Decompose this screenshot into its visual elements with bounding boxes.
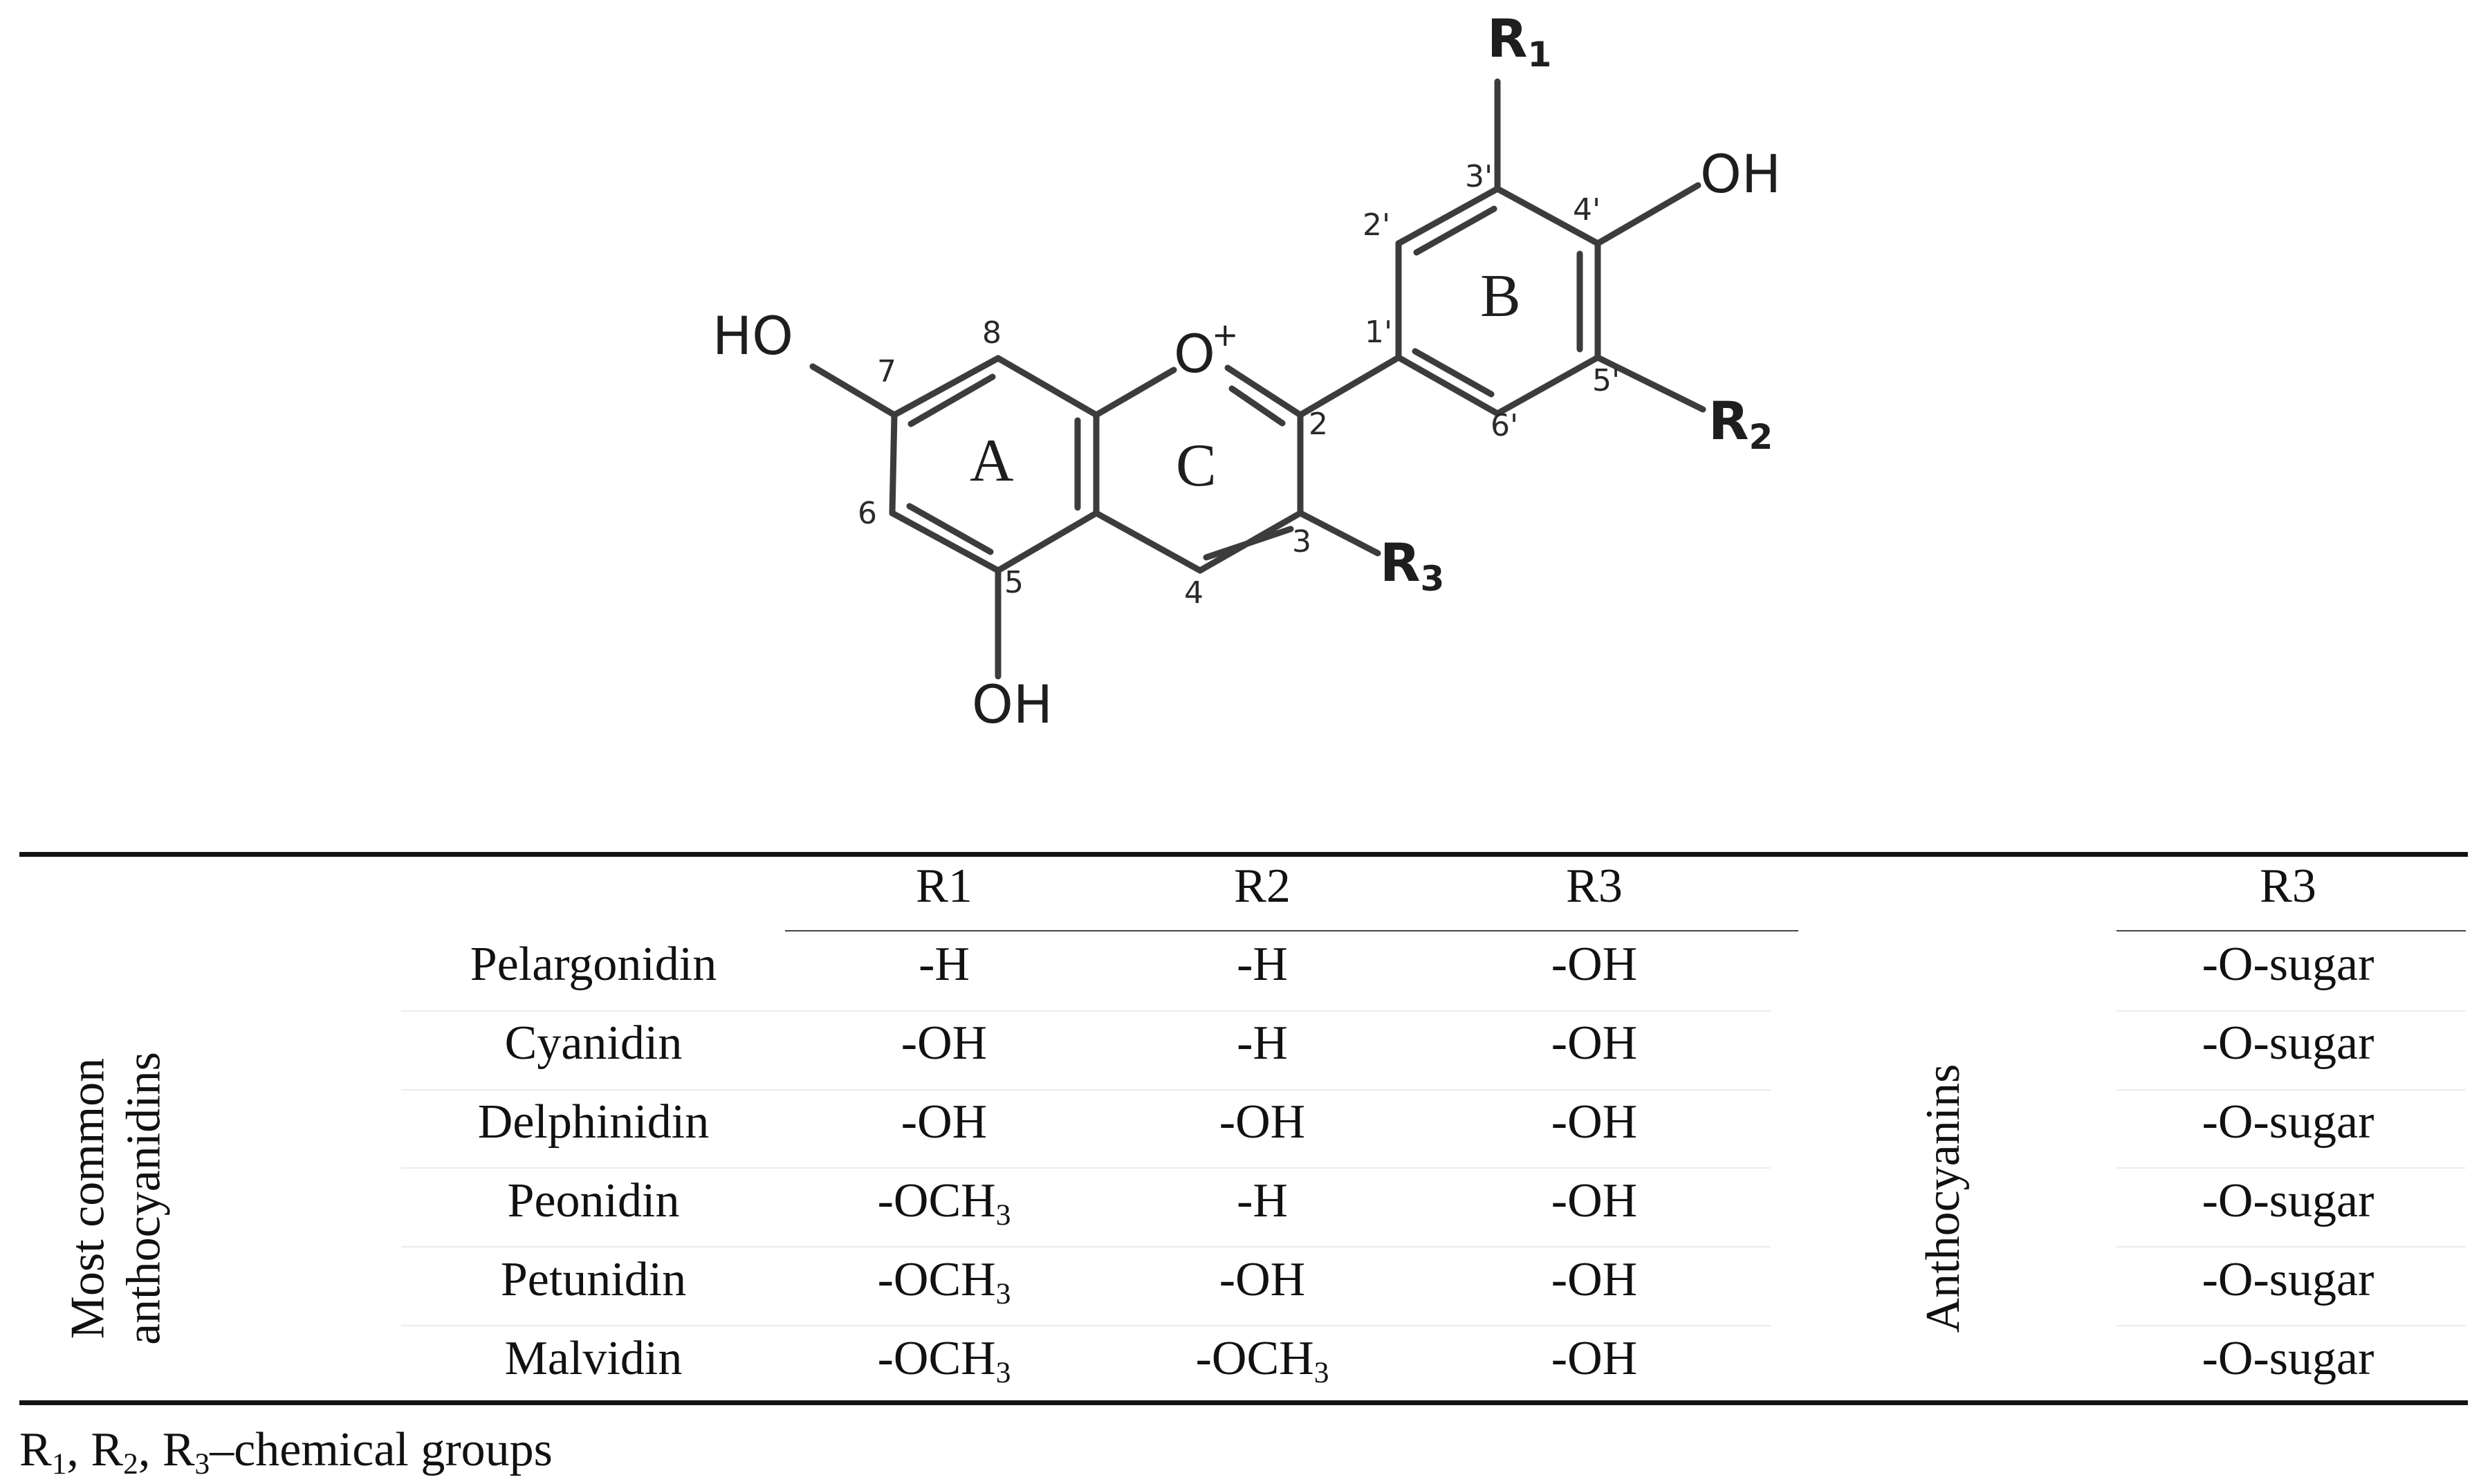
r1-value: -H (919, 938, 970, 991)
position-5-prime-label: 5' (1592, 363, 1620, 398)
r2-value: -H (1237, 938, 1288, 991)
row-separator (401, 1089, 1771, 1091)
bonds (809, 78, 1706, 680)
anthocyanidin-name: Delphinidin (477, 1095, 710, 1149)
r1-value: -OCH3 (877, 1253, 1011, 1311)
glycoside-r3-value: -O-sugar (2202, 938, 2374, 991)
position-5-label: 5 (1004, 565, 1024, 600)
anthocyanidin-name: Malvidin (504, 1332, 683, 1385)
position-8-label: 8 (982, 315, 1002, 351)
position-6-label: 6 (858, 496, 877, 531)
position-4-prime-label: 4' (1573, 192, 1601, 228)
most-common-anthocyanidins-label: Most common anthocyanidins (61, 1052, 171, 1345)
header-underline-right (2116, 930, 2466, 931)
column-header-r3: R3 (1566, 860, 1623, 913)
anthocyanidin-structure-diagram: HO OH OH O + R1 R2 R3 A C B 2 3 4 5 6 7 … (712, 8, 1781, 735)
r3-value: -OH (1551, 1174, 1638, 1227)
r3-value: -OH (1551, 938, 1638, 991)
r1-value: -OCH3 (877, 1174, 1011, 1232)
r2-value: -OH (1219, 1253, 1306, 1306)
row-separator (401, 1010, 1771, 1012)
r1-value: -OCH3 (877, 1332, 1011, 1390)
glycoside-r3-value: -O-sugar (2202, 1332, 2374, 1385)
anthocyanidin-name: Cyanidin (504, 1017, 683, 1070)
r1-value: -OH (901, 1017, 988, 1070)
glycoside-r3-value: -O-sugar (2202, 1253, 2374, 1306)
row-separator (2116, 1246, 2466, 1248)
glycoside-r3-value: -O-sugar (2202, 1095, 2374, 1149)
r1-value: -OH (901, 1095, 988, 1149)
column-header-r1: R1 (916, 860, 972, 913)
anthocyanidin-name: Peonidin (507, 1174, 680, 1227)
position-2-prime-label: 2' (1363, 207, 1390, 243)
table-top-rule (19, 852, 2468, 857)
anthocyanidin-name: Petunidin (500, 1253, 687, 1306)
row-separator (2116, 1167, 2466, 1169)
position-6-prime-label: 6' (1491, 408, 1518, 443)
ring-c-label: C (1176, 432, 1217, 499)
r3-value: -OH (1551, 1253, 1638, 1306)
r1-group-label: R1 (1487, 8, 1551, 75)
row-separator (2116, 1089, 2466, 1091)
anthocyanins-label: Anthocyanins (1916, 1064, 1970, 1333)
r2-value: -OH (1219, 1095, 1306, 1149)
row-separator (401, 1246, 1771, 1248)
column-header-r2: R2 (1234, 860, 1291, 913)
position-1-prime-label: 1' (1365, 315, 1392, 350)
position-4-label: 4 (1184, 575, 1203, 611)
header-underline-left (785, 930, 1798, 931)
column-header-glycoside-r3: R3 (2260, 860, 2316, 913)
r2-value: -H (1237, 1174, 1288, 1227)
position-2-label: 2 (1309, 407, 1328, 442)
table-bottom-rule (19, 1400, 2468, 1405)
ho-group-label: HO (712, 305, 793, 367)
position-3-prime-label: 3' (1465, 159, 1493, 194)
position-7-label: 7 (877, 354, 896, 389)
glycoside-r3-value: -O-sugar (2202, 1174, 2374, 1227)
r3-value: -OH (1551, 1017, 1638, 1070)
row-separator (401, 1167, 1771, 1169)
row-separator (401, 1325, 1771, 1326)
oh-group-bottom-label: OH (972, 674, 1053, 735)
r3-value: -OH (1551, 1095, 1638, 1149)
row-separator (2116, 1010, 2466, 1012)
row-separator (2116, 1325, 2466, 1326)
ring-a-label: A (970, 427, 1014, 494)
r3-value: -OH (1551, 1332, 1638, 1385)
oh-group-top-right-label: OH (1700, 143, 1781, 205)
table-footnote: R1, R2, R3–chemical groups (19, 1423, 553, 1481)
ring-oxygen-label: O (1174, 323, 1215, 384)
r2-group-label: R2 (1708, 390, 1773, 457)
oxygen-charge-label: + (1212, 316, 1239, 353)
glycoside-r3-value: -O-sugar (2202, 1017, 2374, 1070)
position-3-label: 3 (1292, 524, 1311, 559)
ring-b-label: B (1480, 263, 1521, 330)
r2-value: -OCH3 (1195, 1332, 1329, 1390)
r3-group-label: R3 (1380, 532, 1444, 599)
r2-value: -H (1237, 1017, 1288, 1070)
anthocyanidin-name: Pelargonidin (470, 938, 717, 991)
